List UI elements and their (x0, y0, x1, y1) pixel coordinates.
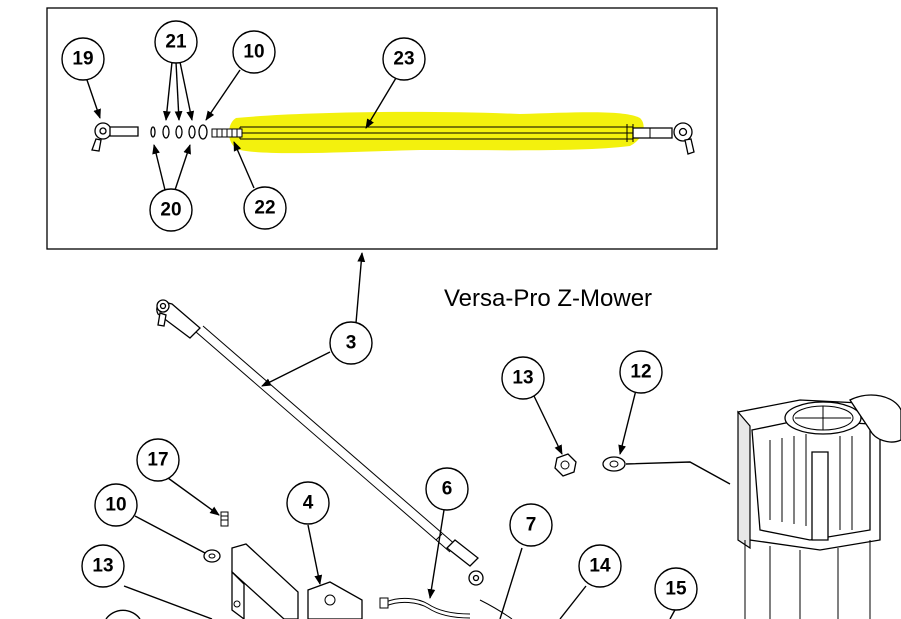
nut-13 (554, 453, 577, 477)
svg-text:7: 7 (526, 515, 537, 536)
control-cable (379, 597, 513, 619)
svg-text:3: 3 (346, 333, 357, 354)
svg-text:12: 12 (630, 362, 651, 383)
washer-12 (602, 456, 626, 472)
callout-23: 23 (382, 37, 426, 81)
callout-12: 12 (619, 350, 663, 394)
svg-text:14: 14 (589, 556, 611, 577)
svg-text:10: 10 (105, 495, 126, 516)
right-rod-end (632, 122, 695, 155)
callout-17: 17 (136, 438, 180, 482)
callout-21: 21 (154, 20, 198, 64)
callout-13: 13 (81, 544, 125, 588)
svg-text:10: 10 (243, 42, 264, 63)
svg-text:6: 6 (442, 479, 453, 500)
callout-13-nut: 13 (501, 356, 545, 400)
callout-partial (105, 609, 141, 619)
threaded-rod (211, 128, 243, 138)
bolt-17 (220, 511, 229, 527)
svg-text:20: 20 (160, 200, 181, 221)
washers-nuts (150, 124, 208, 140)
svg-text:21: 21 (165, 32, 187, 53)
svg-text:15: 15 (665, 579, 687, 600)
callout-14: 14 (578, 544, 622, 588)
detail-inset (46, 7, 718, 250)
diagram-title: Versa-Pro Z-Mower (444, 285, 652, 312)
tie-rod-assembly (156, 299, 484, 586)
callout-3: 3 (329, 321, 373, 365)
callout-20: 20 (149, 188, 193, 232)
callout-4: 4 (286, 481, 330, 525)
callout-10-detail: 10 (232, 30, 276, 74)
callout-7: 7 (509, 503, 553, 547)
left-rod-end (91, 122, 139, 152)
callout-6: 6 (425, 467, 469, 511)
svg-text:13: 13 (92, 556, 113, 577)
engine (737, 394, 901, 619)
callout-19: 19 (61, 37, 105, 81)
washer-10 (203, 549, 221, 563)
hydro-pump (307, 581, 363, 619)
svg-text:22: 22 (254, 198, 275, 219)
svg-text:17: 17 (147, 450, 168, 471)
svg-text:19: 19 (72, 49, 93, 70)
svg-text:23: 23 (393, 49, 414, 70)
svg-text:13: 13 (512, 368, 533, 389)
callout-22: 22 (243, 186, 287, 230)
tie-rod-tube (239, 124, 634, 142)
callout-15: 15 (654, 567, 698, 611)
svg-text:4: 4 (303, 493, 314, 514)
mounting-bracket (231, 543, 299, 619)
callout-10: 10 (94, 483, 138, 527)
